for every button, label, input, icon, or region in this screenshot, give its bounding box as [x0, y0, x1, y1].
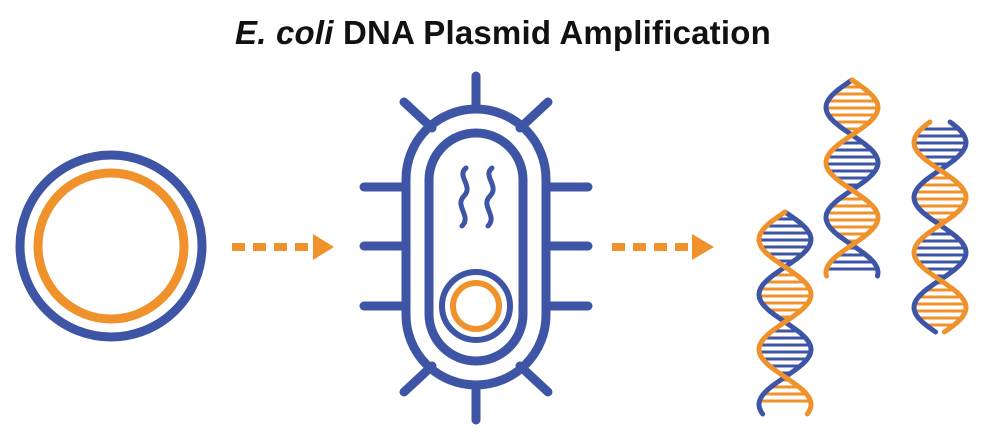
- dna-strand-b: [911, 119, 969, 335]
- dna-helix-2: [823, 77, 881, 279]
- plasmid-ring-icon: [15, 150, 207, 342]
- dna-helix-1: [756, 209, 814, 417]
- dna-strand-b: [823, 77, 881, 279]
- title-italic-part: E. coli: [235, 14, 334, 51]
- arrow-cell-to-dna: [612, 234, 714, 260]
- dna-helix-icon: [756, 77, 969, 417]
- dna-strand-a: [823, 77, 881, 279]
- title-rest: DNA Plasmid Amplification: [333, 14, 771, 51]
- dna-helix-3: [911, 119, 969, 335]
- bacterium-icon: [359, 71, 593, 425]
- dna-strand-a: [911, 119, 969, 335]
- dna-strand-b: [756, 209, 814, 417]
- arrow-plasmid-to-cell: [232, 234, 334, 260]
- dna-strand-a: [756, 209, 814, 417]
- inner-plasmid-icon: [450, 280, 502, 332]
- diagram-title: E. coli DNA Plasmid Amplification: [0, 14, 1006, 52]
